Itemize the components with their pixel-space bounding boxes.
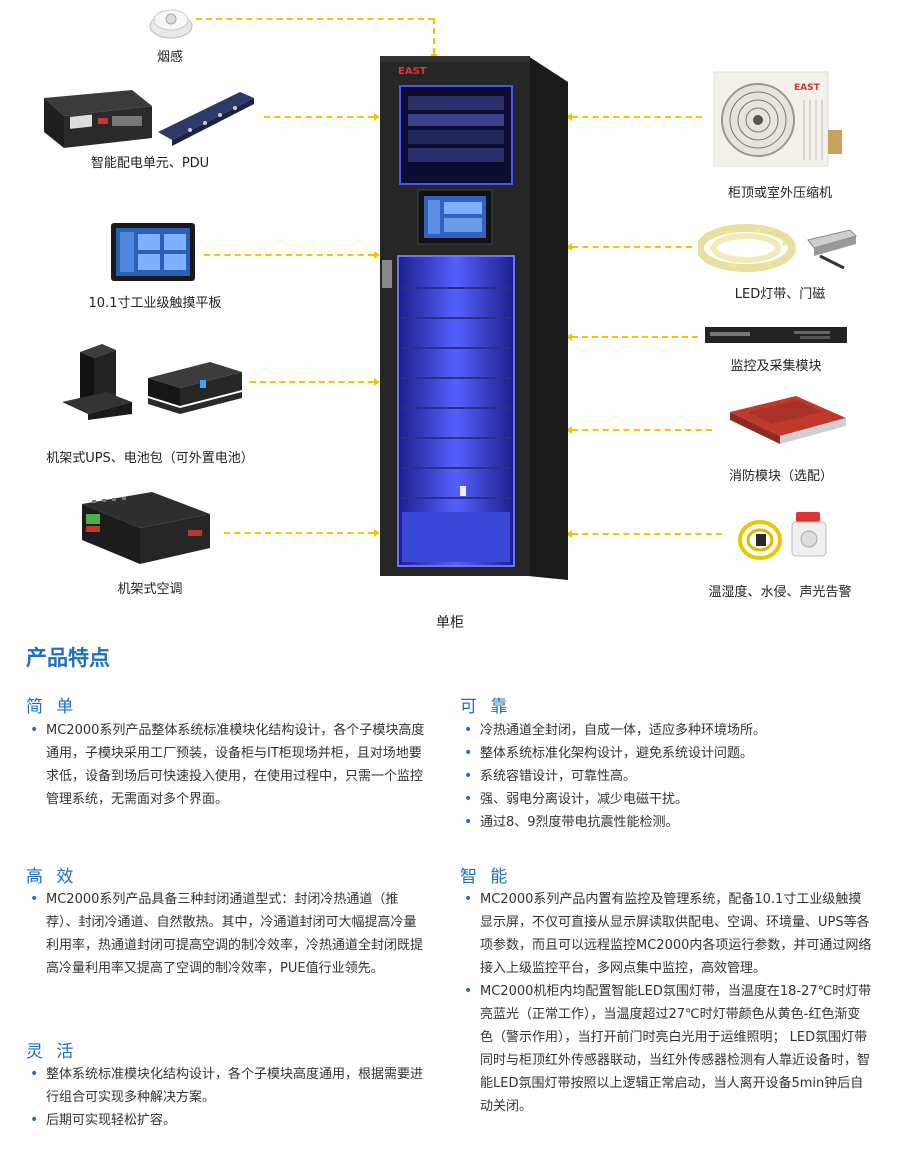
smart-heading: 智 能 — [460, 867, 512, 887]
led-strip-label: LED灯带、门磁 — [734, 287, 826, 302]
power-distribution-label: 智能配电单元、PDU — [90, 156, 210, 171]
list-item: MC2000系列产品整体系统标准模块化结构设计，各个子模块高度通用，子模块采用工… — [28, 719, 426, 811]
connector-arrow — [374, 251, 380, 259]
connector-arrow — [374, 113, 380, 121]
list-item: 整体系统标准模块化结构设计，各个子模块高度通用，根据需要进行组合可实现多种解决方… — [28, 1063, 426, 1109]
ups-label: 机架式UPS、电池包（可外置电池） — [46, 451, 254, 466]
connector-line — [572, 336, 698, 338]
efficient-heading: 高 效 — [26, 867, 78, 887]
features-title: 产品特点 — [26, 646, 110, 670]
connector-arrow — [566, 426, 572, 434]
touch-panel-icon — [111, 223, 195, 281]
smart-list: MC2000系列产品内置有监控及管理系统，配备10.1寸工业级触摸显示屏，不仅可… — [462, 888, 872, 1118]
list-item: 强、弱电分离设计，减少电磁干扰。 — [462, 788, 872, 811]
compressor-icon: EAST — [713, 71, 842, 167]
connector-arrow — [566, 530, 572, 538]
rack-ac-icon — [82, 492, 210, 564]
list-item: 冷热通道全封闭，自成一体，适应多种环境场所。 — [462, 719, 872, 742]
connector-line — [250, 381, 374, 383]
flexible-list: 整体系统标准模块化结构设计，各个子模块高度通用，根据需要进行组合可实现多种解决方… — [28, 1063, 426, 1132]
led-strip-icon — [698, 224, 857, 272]
flexible-heading: 灵 活 — [26, 1042, 78, 1062]
list-item: 整体系统标准化架构设计，避免系统设计问题。 — [462, 742, 872, 765]
alarm-sensor-label: 温湿度、水侵、声光告警 — [708, 585, 852, 600]
connector-line — [204, 254, 374, 256]
list-item: MC2000系列产品内置有监控及管理系统，配备10.1寸工业级触摸显示屏，不仅可… — [462, 888, 872, 980]
connector-arrow — [374, 529, 380, 537]
fire-module-label: 消防模块（选配） — [728, 469, 833, 484]
touch-panel-label: 10.1寸工业级触摸平板 — [88, 296, 222, 311]
connector-arrow — [374, 378, 380, 386]
ups-icon — [62, 344, 242, 420]
svg-text:EAST: EAST — [794, 83, 821, 93]
svg-text:EAST: EAST — [398, 66, 427, 77]
connector-line — [572, 429, 712, 431]
connector-line — [572, 533, 722, 535]
list-item: MC2000系列产品具备三种封闭通道型式：封闭冷热通道（推荐）、封闭冷通道、自然… — [28, 888, 426, 980]
smoke-detector-label: 烟感 — [156, 50, 183, 65]
compressor-label: 柜顶或室外压缩机 — [727, 186, 832, 201]
efficient-list: MC2000系列产品具备三种封闭通道型式：封闭冷热通道（推荐）、封闭冷通道、自然… — [28, 888, 426, 980]
connector-line — [264, 116, 374, 118]
connector-arrow — [566, 113, 572, 121]
connector-arrow — [566, 333, 572, 341]
connector-line — [224, 532, 374, 534]
connector-line — [433, 18, 435, 54]
monitor-module-icon — [705, 327, 847, 343]
connector-line — [196, 18, 434, 20]
connector-line — [572, 116, 702, 118]
simple-heading: 简 单 — [26, 697, 78, 717]
connector-arrow — [566, 243, 572, 251]
fire-module-icon — [730, 396, 846, 444]
reliable-heading: 可 靠 — [460, 697, 512, 717]
server-cabinet: EAST — [380, 56, 568, 580]
list-item: MC2000机柜内均配置智能LED氛围灯带，当温度在18-27℃时灯带亮蓝光（正… — [462, 980, 872, 1118]
power-distribution-icon — [44, 90, 254, 148]
connector-line — [572, 246, 692, 248]
list-item: 后期可实现轻松扩容。 — [28, 1109, 426, 1132]
smoke-detector-icon — [149, 9, 193, 39]
monitor-module-label: 监控及采集模块 — [730, 359, 822, 374]
cabinet-caption: 单柜 — [436, 615, 464, 631]
alarm-sensor-icon — [738, 512, 827, 560]
list-item: 系统容错设计，可靠性高。 — [462, 765, 872, 788]
simple-list: MC2000系列产品整体系统标准模块化结构设计，各个子模块高度通用，子模块采用工… — [28, 719, 426, 811]
list-item: 通过8、9烈度带电抗震性能检测。 — [462, 811, 872, 834]
rack-ac-label: 机架式空调 — [117, 582, 183, 597]
reliable-list: 冷热通道全封闭，自成一体，适应多种环境场所。 整体系统标准化架构设计，避免系统设… — [462, 719, 872, 834]
